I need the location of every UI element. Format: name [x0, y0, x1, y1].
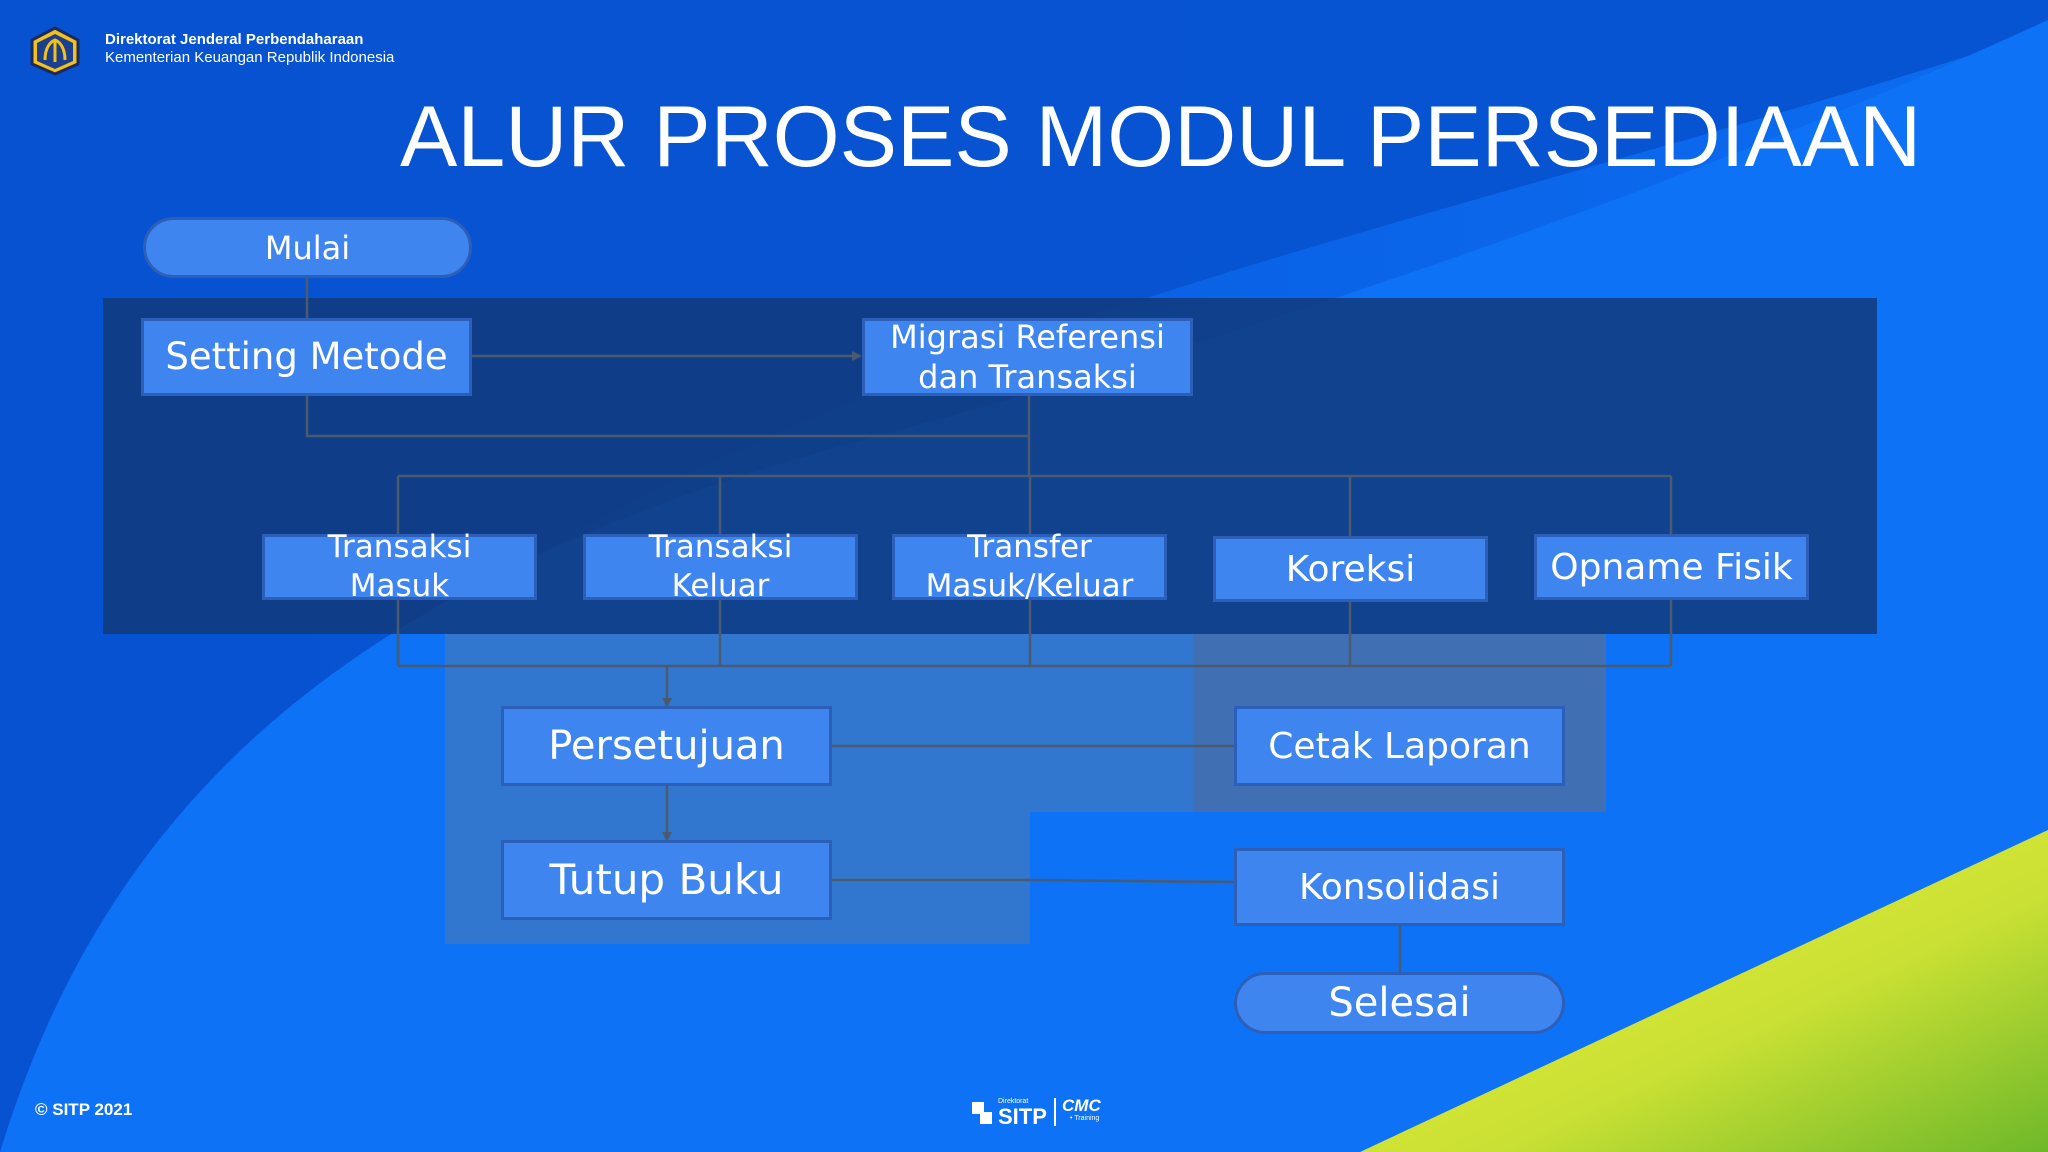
node-persetujuan: Persetujuan: [501, 706, 832, 786]
org-name: Direktorat Jenderal Perbendaharaan: [105, 31, 364, 48]
copyright-text: © SITP 2021: [35, 1100, 133, 1119]
footer-divider: [1054, 1098, 1056, 1126]
node-transaksi-masuk: Transaksi Masuk: [262, 529, 537, 604]
kemenkeu-emblem-icon: [30, 26, 80, 76]
kemenkeu-logo: [28, 26, 82, 76]
sitp-logo-text: SITP: [998, 1104, 1047, 1129]
node-konsolidasi: Konsolidasi: [1234, 848, 1565, 926]
node-selesai: Selesai: [1234, 972, 1565, 1034]
node-opname-fisik: Opname Fisik: [1534, 534, 1809, 600]
node-transaksi-keluar: Transaksi Keluar: [583, 529, 858, 604]
cmc-logo-text: CMC: [1062, 1096, 1101, 1115]
org-ministry: Kementerian Keuangan Republik Indonesia: [105, 49, 395, 66]
node-tutup-buku: Tutup Buku: [501, 840, 832, 920]
node-koreksi: Koreksi: [1213, 536, 1488, 602]
node-setting-metode: Setting Metode: [141, 318, 472, 396]
cmc-small-label: • Training: [1070, 1115, 1100, 1122]
node-migrasi-referensi: Migrasi Referensi dan Transaksi: [862, 318, 1193, 396]
node-transfer: Transfer Masuk/Keluar: [892, 529, 1167, 604]
sitp-small-label: Direktorat: [998, 1098, 1029, 1105]
node-mulai: Mulai: [143, 217, 472, 278]
page-title: ALUR PROSES MODUL PERSEDIAAN: [400, 89, 1922, 185]
node-cetak-laporan: Cetak Laporan: [1234, 706, 1565, 786]
sitp-square-icon: [972, 1102, 984, 1114]
